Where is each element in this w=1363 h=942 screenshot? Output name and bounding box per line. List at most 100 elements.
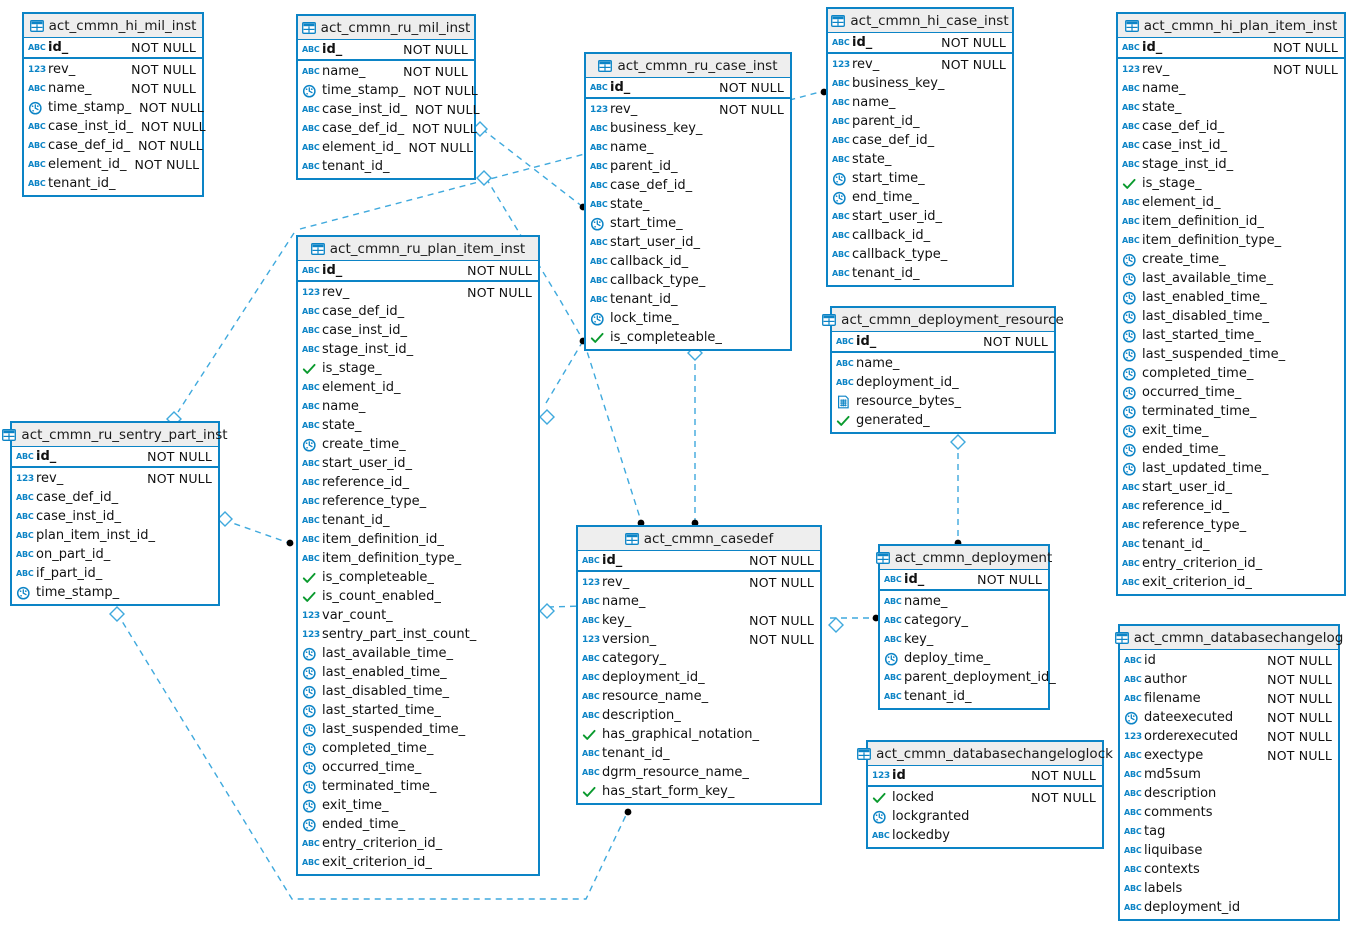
- column-row[interactable]: is_completeable_: [298, 568, 538, 587]
- column-row[interactable]: is_completeable_: [586, 328, 790, 347]
- table-header[interactable]: act_cmmn_ru_mil_inst: [298, 16, 474, 40]
- table-header[interactable]: act_cmmn_hi_case_inst: [828, 9, 1012, 33]
- column-row[interactable]: last_disabled_time_: [1118, 307, 1344, 326]
- column-row[interactable]: end_time_: [828, 188, 1012, 207]
- column-row[interactable]: completed_time_: [298, 739, 538, 758]
- column-row[interactable]: deploy_time_: [880, 649, 1048, 668]
- table-header[interactable]: act_cmmn_databasechangeloglock: [857, 742, 1113, 766]
- table-header[interactable]: act_cmmn_hi_mil_inst: [24, 14, 202, 38]
- column-row[interactable]: time_stamp_NOT NULL: [24, 98, 204, 117]
- column-row[interactable]: start_time_: [586, 214, 790, 233]
- column-row[interactable]: time_stamp_: [12, 583, 218, 602]
- column-row[interactable]: last_enabled_time_: [298, 663, 538, 682]
- column-row[interactable]: last_started_time_: [298, 701, 538, 720]
- table-header[interactable]: act_cmmn_hi_plan_item_inst: [1118, 14, 1344, 38]
- column-row[interactable]: has_start_form_key_: [578, 782, 820, 801]
- column-row[interactable]: ended_time_: [298, 815, 538, 834]
- column-row[interactable]: last_available_time_: [298, 644, 538, 663]
- column-row[interactable]: exit_time_: [1118, 421, 1344, 440]
- table-header[interactable]: act_cmmn_deployment: [875, 546, 1052, 570]
- column-row[interactable]: time_stamp_NOT NULL: [298, 81, 478, 100]
- column-row[interactable]: exit_time_: [298, 796, 538, 815]
- column-row[interactable]: terminated_time_: [1118, 402, 1344, 421]
- column-row[interactable]: is_stage_: [298, 359, 538, 378]
- column-row[interactable]: last_started_time_: [1118, 326, 1344, 345]
- column-row[interactable]: generated_: [832, 411, 1054, 430]
- column-row[interactable]: has_graphical_notation_: [578, 725, 820, 744]
- column-row[interactable]: occurred_time_: [1118, 383, 1344, 402]
- table-header[interactable]: act_cmmn_ru_plan_item_inst: [298, 237, 538, 261]
